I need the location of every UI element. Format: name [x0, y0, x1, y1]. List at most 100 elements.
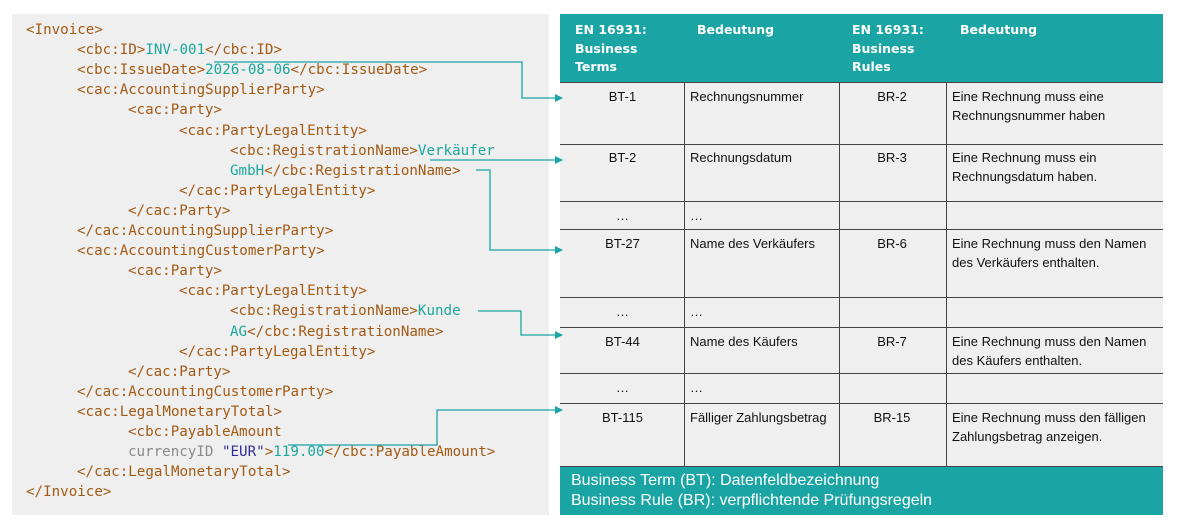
code-token: <cbc:PayableAmount: [128, 424, 282, 440]
code-token: </cac:Party>: [128, 363, 231, 380]
arrow-issuedate-to-bt2: [214, 61, 563, 102]
code-token: Verkäufer: [417, 142, 495, 159]
xml-code-panel: <Invoice><cbc:ID>INV-001</cbc:ID><cbc:Is…: [12, 14, 549, 515]
cell-term-meaning: Rechnungsdatum: [690, 150, 792, 165]
cell-rule-meaning: Eine Rechnung muss den fälligen Zahlungs…: [952, 410, 1146, 444]
code-line: <cac:Party>: [128, 261, 222, 281]
code-token: <cbc:RegistrationName>: [230, 303, 418, 320]
cell-business-rule: BR-7: [877, 334, 907, 349]
code-line: <Invoice>: [26, 20, 103, 40]
table-row: BT-27 Name des Verkäufers BR-6 Eine Rechnun…: [560, 230, 1163, 298]
code-token: <cac:Party>: [128, 102, 222, 119]
code-line: </cac:AccountingCustomerParty>: [77, 382, 333, 402]
cell-business-term: BT-44: [605, 334, 640, 349]
code-token: </cbc:PayableAmount>: [324, 444, 496, 461]
code-token: <Invoice>: [26, 22, 103, 38]
table-row: BT-1 Rechnungsnummer BR-2 Eine Rechnung mus…: [560, 82, 1163, 145]
code-line: </cac:Party>: [128, 362, 231, 382]
cell-rule-meaning: Eine Rechnung muss den Namen des Verkäuf…: [952, 236, 1147, 270]
code-token: </cac:Party>: [128, 202, 231, 219]
cell-business-term: …: [616, 304, 629, 319]
code-line: </cac:PartyLegalEntity>: [179, 181, 375, 201]
table-row: ……: [560, 374, 1163, 404]
code-token: AG: [230, 323, 248, 340]
code-token: <cac:AccountingCustomerParty>: [77, 243, 325, 260]
table-footer: Business Term (BT): Datenfeldbezeichnung…: [560, 467, 1163, 515]
code-token: GmbH: [230, 162, 265, 179]
code-line: AG</cbc:RegistrationName>: [230, 322, 444, 342]
cell-term-meaning: Rechnungsnummer: [690, 89, 804, 104]
cell-rule-meaning: Eine Rechnung muss eine Rechnungsnummer …: [952, 89, 1106, 123]
code-line: </cac:AccountingSupplierParty>: [77, 221, 333, 241]
code-line: <cbc:IssueDate>2026-08-06</cbc:IssueDate…: [77, 60, 427, 80]
code-token: <cbc:IssueDate>: [77, 62, 206, 79]
code-token: 119.00: [273, 444, 325, 461]
cell-rule-meaning: Eine Rechnung muss ein Rechnungsdatum ha…: [952, 150, 1098, 184]
code-line: </cac:LegalMonetaryTotal>: [77, 462, 291, 482]
code-token: </cac:AccountingSupplierParty>: [77, 223, 334, 239]
cell-term-meaning: Name des Verkäufers: [690, 236, 816, 251]
code-token: </cac:LegalMonetaryTotal>: [77, 464, 291, 481]
table-row: BT-2 Rechnungsdatum BR-3 Eine Rechnung muss…: [560, 144, 1163, 202]
mapping-table: EN 16931: Business Terms Bedeutung EN 16…: [560, 14, 1163, 515]
code-token: </cbc:ID>: [205, 42, 283, 59]
code-token: <cac:LegalMonetaryTotal>: [77, 403, 282, 420]
code-token: </cac:AccountingCustomerParty>: [77, 383, 334, 400]
code-line: <cac:LegalMonetaryTotal>: [77, 402, 282, 422]
code-line: <cbc:RegistrationName>Verkäufer: [230, 141, 495, 161]
code-token: </cac:PartyLegalEntity>: [179, 182, 376, 199]
footer-br-legend: Business Rule (BR): verpflichtende Prüfu…: [571, 492, 933, 509]
cell-business-term: BT-27: [605, 236, 640, 251]
cell-business-rule: BR-15: [873, 410, 911, 425]
code-token: </cbc:IssueDate>: [290, 62, 428, 79]
code-token: </cac:PartyLegalEntity>: [179, 343, 376, 360]
cell-term-meaning: Fälliger Zahlungsbetrag: [690, 410, 827, 425]
code-line: <cac:Party>: [128, 100, 222, 120]
code-line: </cac:PartyLegalEntity>: [179, 342, 375, 362]
table-row: ……: [560, 202, 1163, 230]
header-bedeutung-rules: Bedeutung: [960, 22, 1038, 37]
code-token: 2026-08-06: [205, 62, 291, 79]
cell-term-meaning: …: [690, 208, 703, 223]
column-divider: [946, 82, 947, 467]
code-line: <cbc:RegistrationName>Kunde: [230, 301, 461, 321]
cell-business-term: BT-2: [608, 150, 637, 165]
cell-business-rule: BR-6: [877, 236, 907, 251]
code-token: >: [264, 444, 274, 461]
code-token: <cbc:RegistrationName>: [230, 142, 418, 159]
cell-business-term: …: [616, 380, 629, 395]
cell-term-meaning: …: [690, 304, 703, 319]
arrow-amount-to-bt115: [288, 406, 563, 446]
code-token: </cbc:RegistrationName>: [264, 162, 461, 179]
code-line: <cac:AccountingCustomerParty>: [77, 241, 325, 261]
code-line: <cac:PartyLegalEntity>: [179, 121, 367, 141]
arrow-buyer-to-bt44: [478, 310, 563, 339]
cell-business-rule: BR-2: [877, 89, 907, 104]
code-token: </Invoice>: [26, 484, 112, 501]
footer-bt-legend: Business Term (BT): Datenfeldbezeichnung: [571, 472, 880, 489]
code-token: INV-001: [145, 42, 206, 59]
code-line: </Invoice>: [26, 482, 111, 502]
code-token: <cac:PartyLegalEntity>: [179, 122, 367, 139]
code-token: currencyID: [128, 444, 222, 461]
cell-rule-meaning: Eine Rechnung muss den Namen des Käufers…: [952, 334, 1147, 368]
code-token: <cbc:ID>: [77, 42, 146, 59]
header-bedeutung-terms: Bedeutung: [697, 22, 775, 37]
cell-business-term: BT-1: [608, 89, 637, 104]
code-token: <cac:AccountingSupplierParty>: [77, 82, 325, 99]
code-token: <cac:Party>: [128, 263, 222, 280]
table-row: ……: [560, 298, 1163, 328]
code-token: </cbc:RegistrationName>: [247, 323, 444, 340]
code-line: </cac:Party>: [128, 201, 231, 221]
code-line: <cbc:ID>INV-001</cbc:ID>: [77, 40, 282, 60]
code-line: <cac:AccountingSupplierParty>: [77, 80, 325, 100]
code-line: <cbc:PayableAmount: [128, 422, 282, 442]
code-token: <cac:PartyLegalEntity>: [179, 283, 367, 300]
code-line: <cac:PartyLegalEntity>: [179, 281, 367, 301]
header-business-terms: EN 16931: Business Terms: [575, 22, 647, 74]
code-token: Kunde: [417, 303, 461, 320]
cell-business-rule: BR-3: [877, 150, 907, 165]
